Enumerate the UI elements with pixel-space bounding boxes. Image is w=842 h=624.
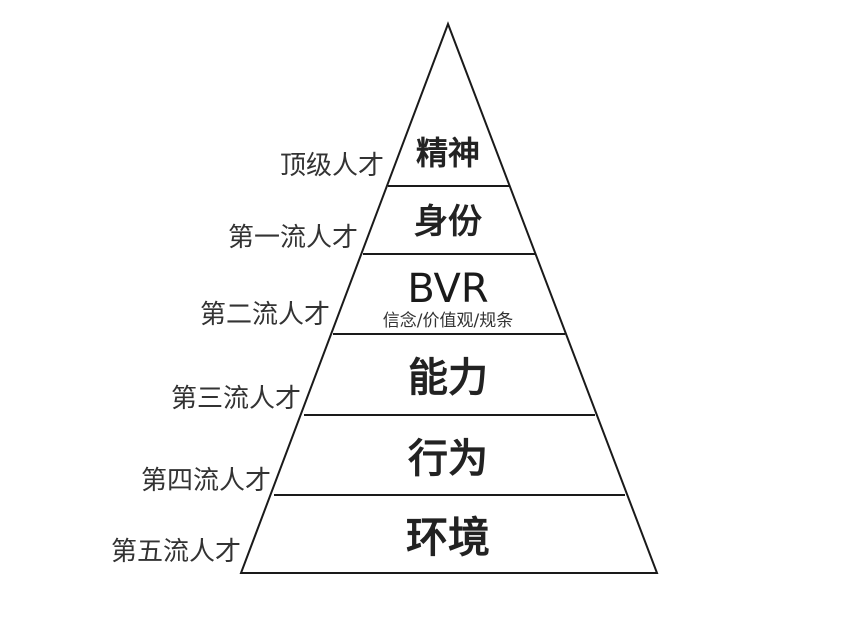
level-title-environment: 环境 — [406, 513, 490, 562]
side-label-second-rate: 第二流人才 — [200, 300, 330, 330]
level-title-spirit: 精神 — [416, 134, 480, 172]
side-label-fifth-rate: 第五流人才 — [111, 537, 241, 567]
side-label-top-talent: 顶级人才 — [280, 151, 384, 181]
pyramid-outline — [239, 21, 659, 574]
level-title-ability: 能力 — [408, 355, 488, 401]
side-label-first-rate: 第一流人才 — [228, 223, 358, 253]
level-title-bvr: BVR — [407, 266, 488, 312]
level-subtitle-bvr: 信念/价值观/规条 — [383, 310, 513, 331]
side-label-fourth-rate: 第四流人才 — [141, 466, 271, 496]
level-title-identity: 身份 — [414, 202, 482, 242]
side-label-third-rate: 第三流人才 — [171, 384, 301, 414]
level-title-behavior: 行为 — [408, 436, 488, 482]
